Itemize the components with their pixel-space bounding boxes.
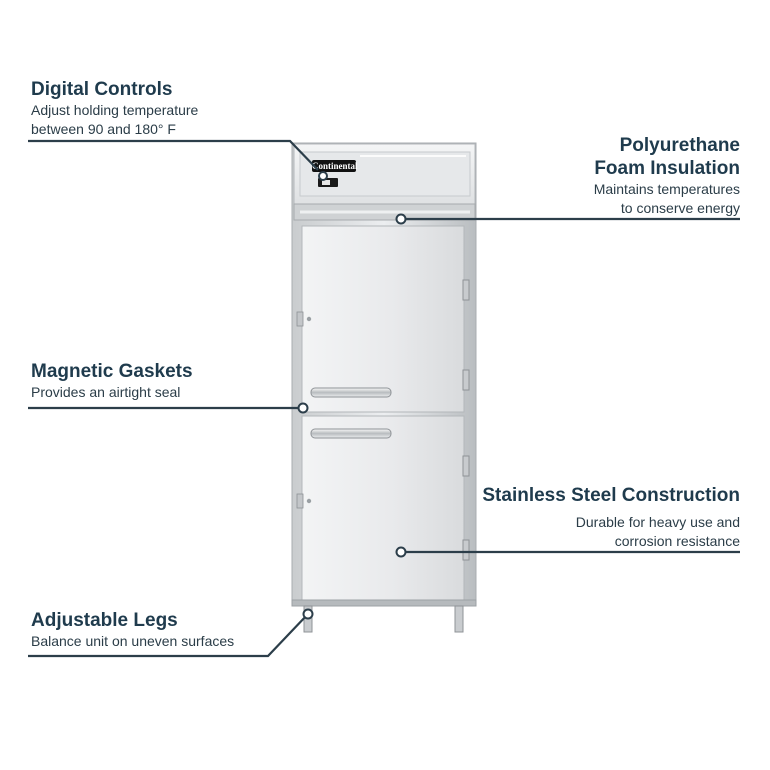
callout-title: Foam Insulation <box>594 158 740 179</box>
marker-dot <box>395 546 407 558</box>
lower-door-lock <box>296 493 304 509</box>
callout-description: Maintains temperatures <box>593 181 740 197</box>
callout-stainless-steel: Stainless Steel Construction Durable for… <box>482 484 740 551</box>
callout-description: Provides an airtight seal <box>31 384 181 400</box>
marker-dot <box>318 171 328 181</box>
lower-door <box>301 415 465 603</box>
lower-door-handle <box>310 428 392 439</box>
hinge <box>462 539 470 561</box>
callout-description: Durable for heavy use and <box>575 514 740 530</box>
callout-description: to conserve energy <box>620 200 740 216</box>
front-right-leg <box>454 605 464 633</box>
callout-description: Balance unit on uneven surfaces <box>31 633 235 649</box>
callout-description: Adjust holding temperature <box>31 102 199 118</box>
hinge <box>462 279 470 301</box>
upper-door <box>301 225 465 413</box>
marker-dot <box>395 213 407 225</box>
callout-description: corrosion resistance <box>614 533 740 549</box>
callout-description: between 90 and 180° F <box>31 121 176 137</box>
upper-door-handle <box>310 387 392 398</box>
upper-door-lock <box>296 311 304 327</box>
marker-dot <box>302 608 314 620</box>
brand-logo: Continental <box>312 160 358 172</box>
callout-magnetic-gaskets: Magnetic Gaskets Provides an airtight se… <box>31 360 193 402</box>
cabinet-base <box>291 599 477 607</box>
callout-foam-insulation: Polyurethane Foam Insulation Maintains t… <box>594 134 740 218</box>
marker-dot <box>297 402 309 414</box>
callout-title: Stainless Steel Construction <box>482 485 740 506</box>
hinge <box>462 369 470 391</box>
hinge <box>462 455 470 477</box>
callout-digital-controls: Digital Controls Adjust holding temperat… <box>31 78 198 139</box>
callout-title: Adjustable Legs <box>31 610 178 631</box>
callout-title: Magnetic Gaskets <box>31 361 193 382</box>
callout-title: Polyurethane <box>619 135 740 156</box>
callout-adjustable-legs: Adjustable Legs Balance unit on uneven s… <box>31 609 234 651</box>
callout-title: Digital Controls <box>31 79 173 100</box>
